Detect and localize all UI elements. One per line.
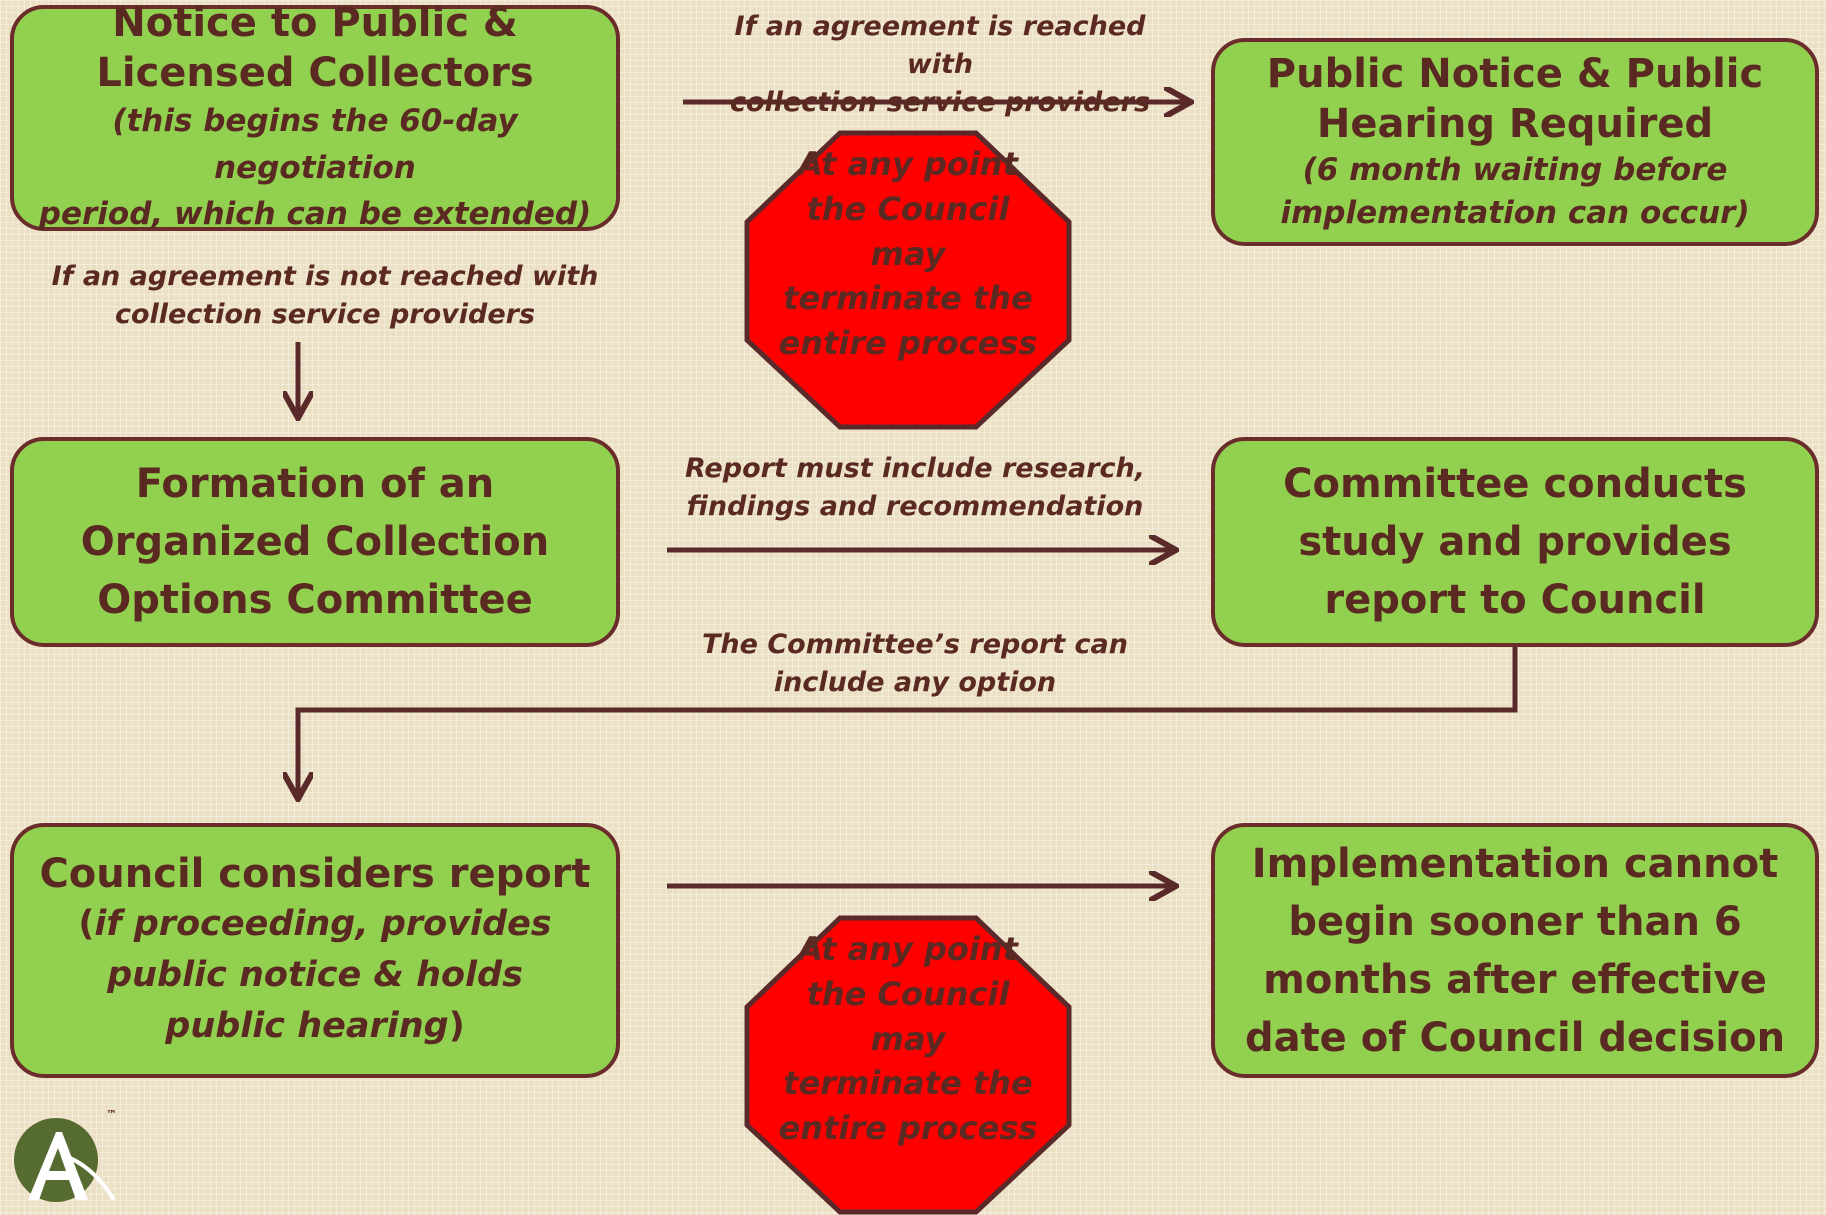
arrow-report-to-council xyxy=(298,646,1518,796)
committee-line-1: Committee conducts xyxy=(1283,461,1747,507)
step-committee-box: Committee conducts study and provides re… xyxy=(1211,437,1819,647)
label-report: Report must include research, findings a… xyxy=(680,450,1150,526)
stop-sign-top-text: At any point the Council may terminate t… xyxy=(773,142,1043,366)
public-hearing-title-2: Hearing Required xyxy=(1316,100,1714,147)
notice-sub-1: (this begins the 60-day negotiation xyxy=(112,103,518,186)
stop-top-line-1: At any point xyxy=(798,145,1018,183)
stop-sign-bottom-text: At any point the Council may terminate t… xyxy=(773,927,1043,1151)
label-option: The Committee’s report can include any o… xyxy=(680,626,1150,702)
logo-trademark: ™ xyxy=(106,1108,117,1121)
implementation-line-3: months after effective xyxy=(1263,956,1767,1003)
label-agreement-reached: If an agreement is reached with collecti… xyxy=(700,8,1180,121)
formation-line-2: Organized Collection xyxy=(80,519,550,565)
stop-bottom-line-2: the Council xyxy=(806,974,1010,1013)
implementation-line-1: Implementation cannot xyxy=(1251,840,1779,887)
notice-title-2: Licensed Collectors xyxy=(96,50,534,97)
label-report-2: findings and recommendation xyxy=(686,490,1144,522)
council-sub-3: public hearing xyxy=(165,1005,449,1046)
stop-bottom-line-3: may xyxy=(870,1019,946,1058)
stop-top-line-2: the Council xyxy=(806,189,1010,228)
stop-bottom-line-4: terminate the xyxy=(783,1064,1033,1103)
public-hearing-sub-1: (6 month waiting before xyxy=(1302,151,1728,188)
label-report-1: Report must include research, xyxy=(684,453,1145,484)
council-sub-2: public notice & holds xyxy=(107,955,523,996)
label-not-reached-1: If an agreement is not reached with xyxy=(51,261,599,292)
formation-line-1: Formation of an xyxy=(135,461,495,507)
label-option-1: The Committee’s report can xyxy=(702,629,1128,660)
stop-sign-top: At any point the Council may terminate t… xyxy=(743,130,1073,430)
label-not-reached: If an agreement is not reached with coll… xyxy=(50,258,600,334)
stop-top-line-5: entire process xyxy=(778,324,1038,363)
implementation-line-2: begin sooner than 6 xyxy=(1288,898,1742,945)
council-title: Council considers report xyxy=(39,851,591,898)
formation-line-3: Options Committee xyxy=(97,577,533,623)
stop-sign-bottom: At any point the Council may terminate t… xyxy=(743,915,1073,1215)
logo-emblem-icon xyxy=(14,1118,116,1202)
stop-top-line-3: may xyxy=(870,234,946,273)
notice-title-1: Notice to Public & xyxy=(112,0,518,47)
stop-top-line-4: terminate the xyxy=(783,279,1033,318)
label-not-reached-2: collection service providers xyxy=(114,298,536,330)
step-implementation-box: Implementation cannot begin sooner than … xyxy=(1211,823,1819,1078)
public-hearing-sub-2: implementation can occur) xyxy=(1280,195,1750,231)
step-notice-box: Notice to Public & Licensed Collectors (… xyxy=(10,0,620,232)
step-formation-box: Formation of an Organized Collection Opt… xyxy=(10,437,620,647)
implementation-line-4: date of Council decision xyxy=(1244,1014,1786,1061)
committee-line-3: report to Council xyxy=(1324,577,1706,623)
logo: ™ xyxy=(10,1108,122,1202)
council-sub-open: ( xyxy=(78,904,95,945)
council-sub-1: if proceeding, provides xyxy=(94,904,552,945)
notice-sub-2: period, which can be extended) xyxy=(38,196,592,233)
label-agreement-reached-1: If an agreement is reached with xyxy=(734,11,1146,80)
step-council-box: Council considers report (if proceeding,… xyxy=(10,823,620,1078)
council-sub-close: ) xyxy=(448,1005,465,1046)
label-option-2: include any option xyxy=(773,666,1057,698)
label-agreement-reached-2: collection service providers xyxy=(729,86,1151,118)
stop-octagon-icon xyxy=(744,130,1072,430)
stop-bottom-line-1: At any point xyxy=(798,930,1018,968)
stop-bottom-line-5: entire process xyxy=(778,1109,1038,1148)
committee-line-2: study and provides xyxy=(1298,519,1732,565)
public-hearing-title-1: Public Notice & Public xyxy=(1266,50,1764,97)
step-public-hearing-box: Public Notice & Public Hearing Required … xyxy=(1211,38,1819,246)
